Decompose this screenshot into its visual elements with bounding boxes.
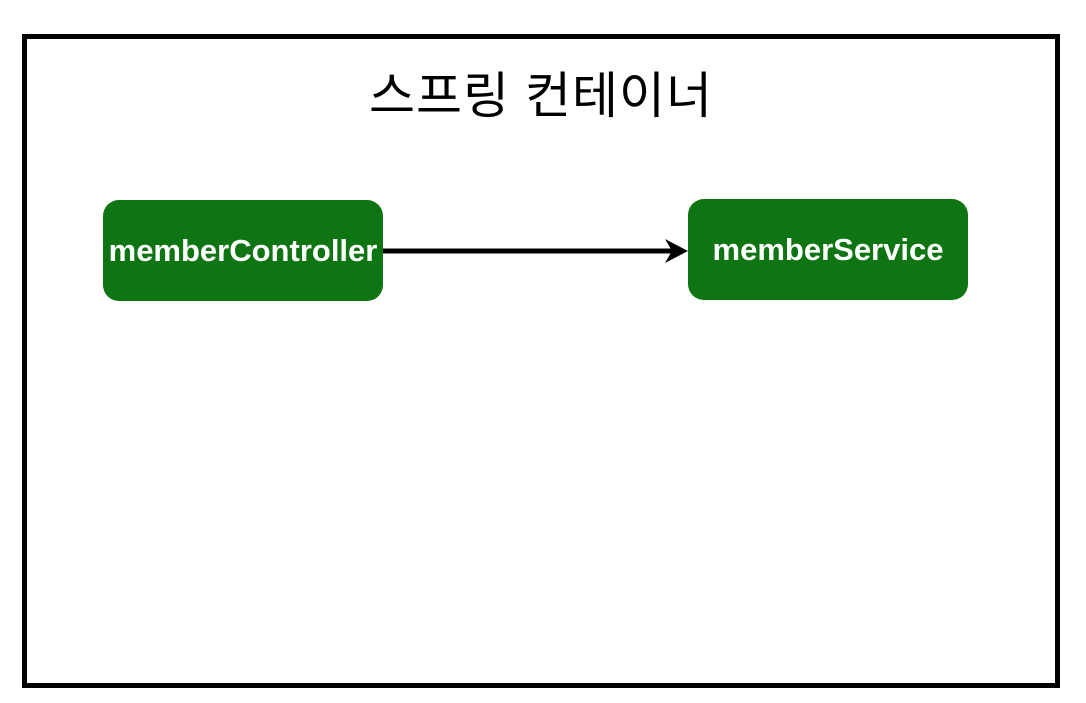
node-member-service: memberService (688, 199, 968, 300)
node-member-controller: memberController (103, 200, 383, 301)
node-member-service-label: memberService (712, 231, 944, 267)
node-member-controller-label: memberController (108, 232, 378, 268)
edge-arrow-controller-to-service (383, 239, 688, 263)
diagram-title: 스프링 컨테이너 (369, 68, 713, 124)
spring-container-frame (22, 34, 1060, 688)
